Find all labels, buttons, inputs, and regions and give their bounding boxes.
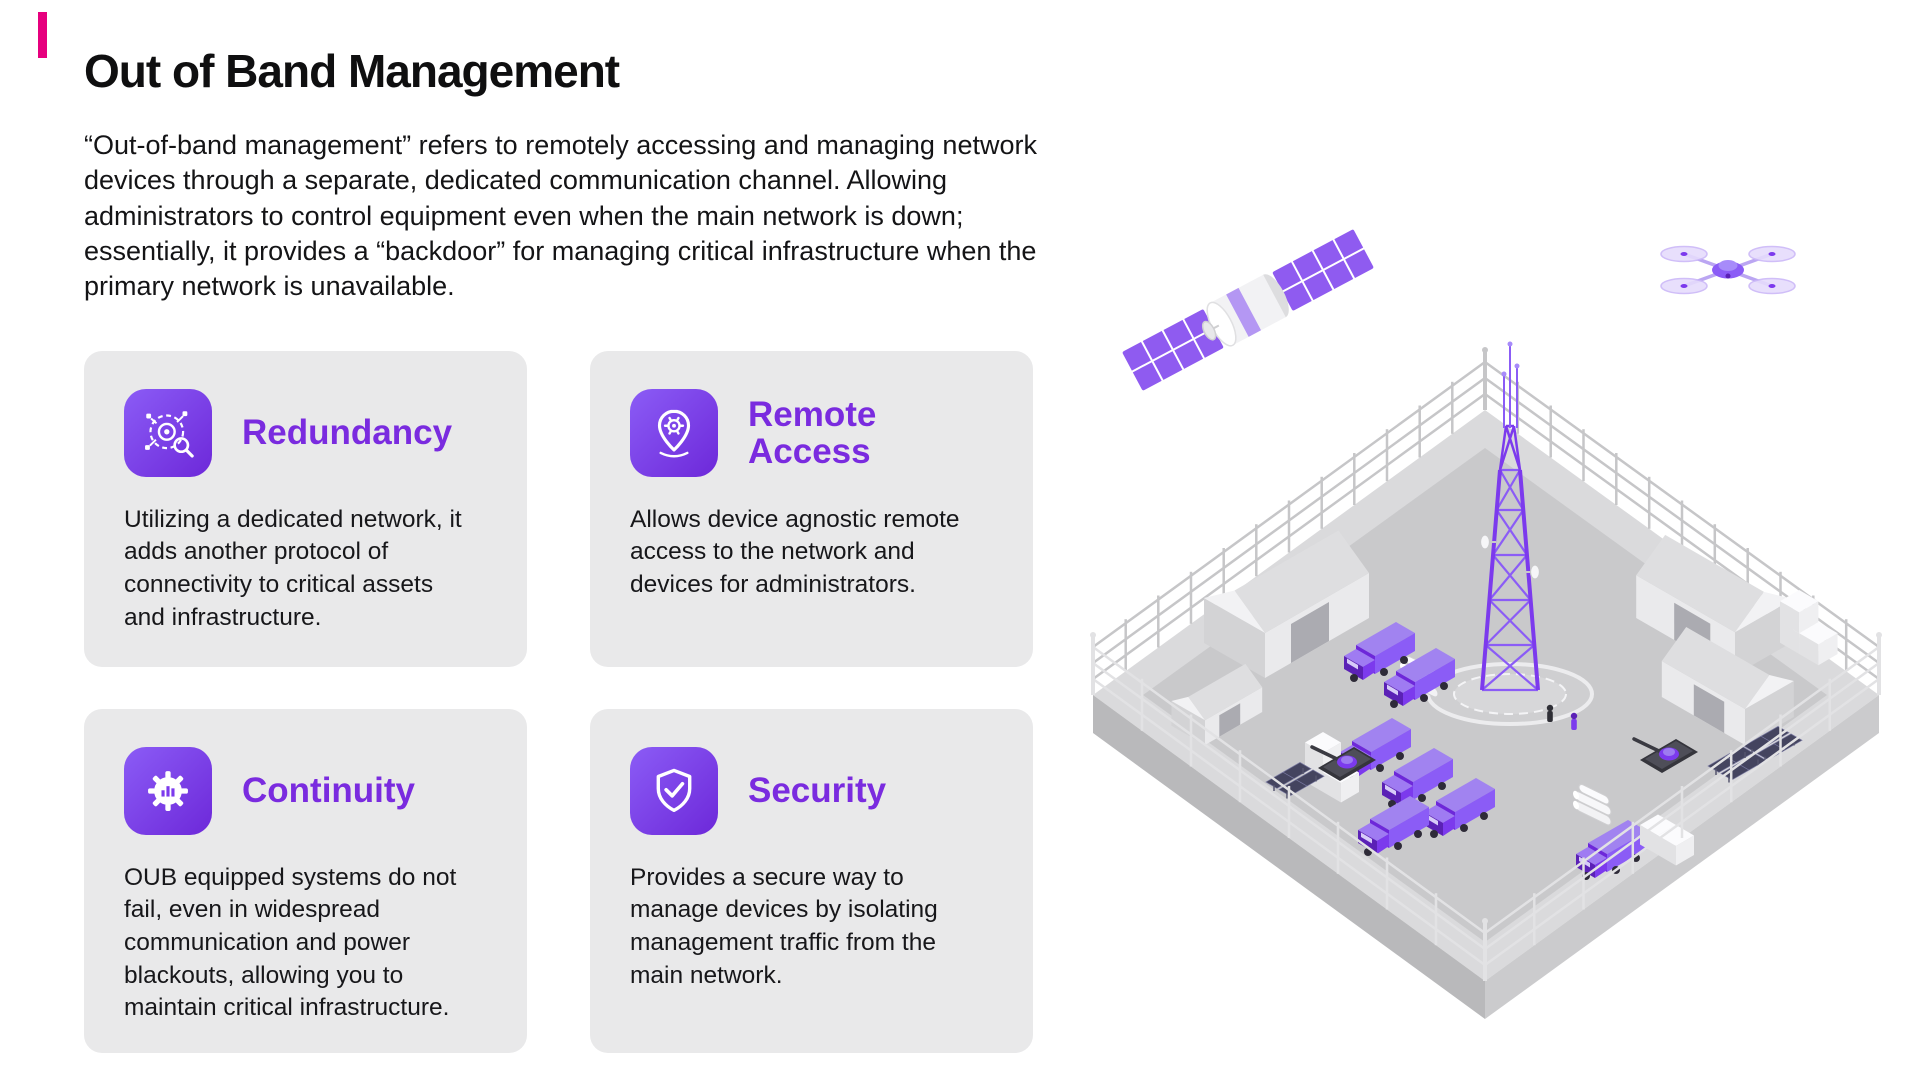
card-header: Security bbox=[630, 746, 995, 835]
card-title: Security bbox=[748, 771, 887, 811]
card-security: Security Provides a secure way to manage… bbox=[590, 708, 1033, 1053]
card-description: Allows device agnostic remote access to … bbox=[630, 505, 960, 598]
base-illustration bbox=[1080, 170, 1900, 1030]
card-header: Remote Access bbox=[630, 388, 995, 477]
drone-rotors bbox=[1660, 245, 1796, 295]
feature-cards: Redundancy Utilizing a dedicated network… bbox=[84, 350, 1074, 1053]
page-title: Out of Band Management bbox=[84, 45, 620, 97]
card-redundancy: Redundancy Utilizing a dedicated network… bbox=[84, 350, 527, 667]
accent-bar bbox=[38, 12, 47, 58]
intro-paragraph: “Out-of-band management” refers to remot… bbox=[84, 130, 1037, 302]
network-scan-icon bbox=[124, 388, 212, 477]
card-description: Provides a secure way to manage devices … bbox=[630, 863, 938, 989]
card-header: Continuity bbox=[124, 746, 489, 835]
perimeter-fence-front bbox=[1090, 632, 1882, 981]
person bbox=[1570, 712, 1578, 730]
location-pin-gear-icon bbox=[630, 388, 718, 477]
card-remote-access: Remote Access Allows device agnostic rem… bbox=[590, 350, 1033, 667]
card-header: Redundancy bbox=[124, 388, 489, 477]
satellite bbox=[1120, 227, 1376, 393]
card-description: Utilizing a dedicated network, it adds a… bbox=[124, 505, 462, 631]
card-title: Continuity bbox=[242, 771, 416, 811]
card-title: Remote Access bbox=[748, 394, 877, 471]
gear-chart-icon bbox=[124, 746, 212, 835]
person bbox=[1546, 704, 1554, 722]
tower-dish bbox=[1479, 534, 1541, 580]
card-continuity: Continuity OUB equipped systems do not f… bbox=[84, 708, 527, 1053]
content-column: Out of Band Management “Out-of-band mana… bbox=[84, 44, 1074, 1053]
drone bbox=[1660, 245, 1796, 295]
card-description: OUB equipped systems do not fail, even i… bbox=[124, 863, 457, 1022]
communication-tower bbox=[1426, 341, 1594, 726]
tower-antennas bbox=[1503, 346, 1518, 428]
illustration-svg bbox=[1090, 227, 1882, 1019]
card-title: Redundancy bbox=[242, 413, 453, 453]
shield-check-icon bbox=[630, 746, 718, 835]
